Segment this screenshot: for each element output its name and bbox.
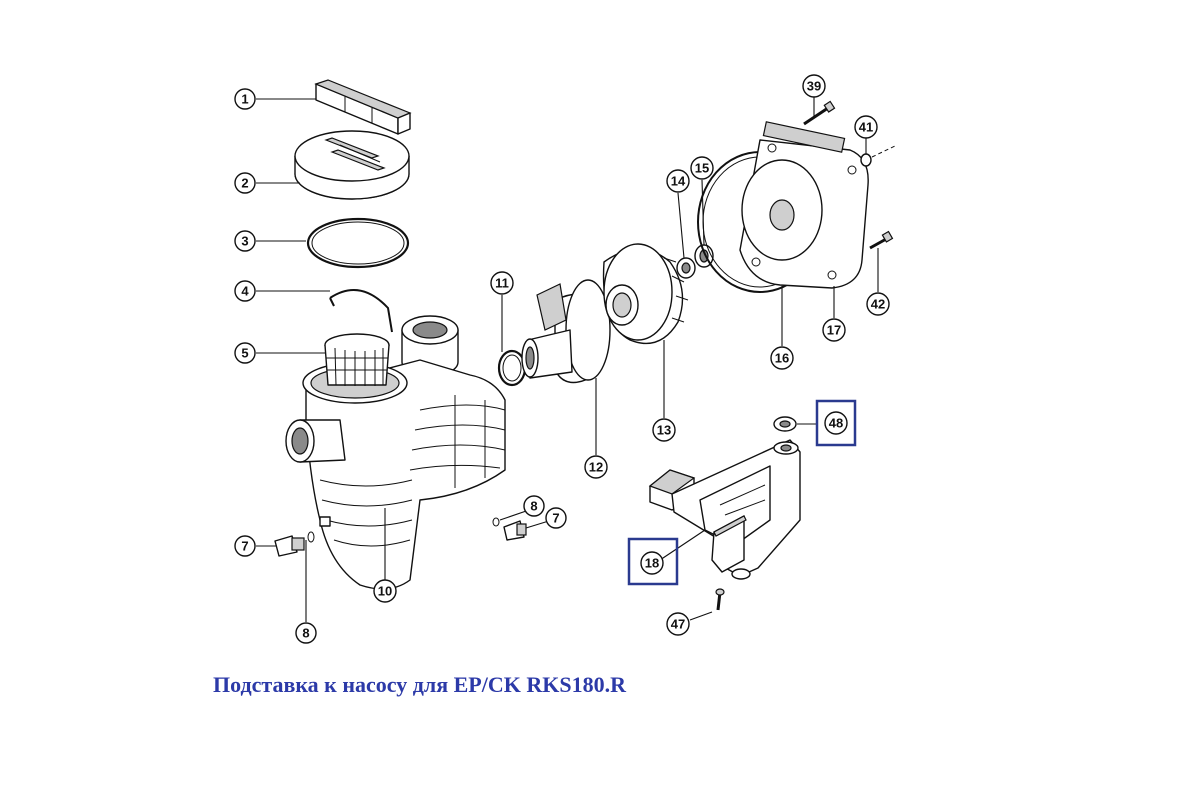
part-impeller <box>602 243 689 345</box>
callout-3: 3 <box>234 230 256 252</box>
svg-text:41: 41 <box>859 120 873 135</box>
callout-18: 18 <box>640 551 664 575</box>
svg-text:11: 11 <box>495 276 509 291</box>
svg-text:2: 2 <box>241 176 248 191</box>
svg-text:3: 3 <box>241 234 248 249</box>
part-drain-plug-left <box>274 531 315 557</box>
callout-39: 39 <box>802 74 826 98</box>
svg-text:48: 48 <box>829 416 843 431</box>
callout-10: 10 <box>373 579 397 603</box>
highlight-box-48 <box>815 399 857 447</box>
part-strainer-basket <box>324 333 390 386</box>
callout-12: 12 <box>584 455 608 479</box>
svg-text:13: 13 <box>657 423 671 438</box>
svg-text:42: 42 <box>871 297 885 312</box>
part-lid <box>294 130 410 200</box>
callout-4: 4 <box>234 280 256 302</box>
svg-text:7: 7 <box>241 539 248 554</box>
part-stand-washer <box>773 416 797 432</box>
part-drain-plug-right <box>492 517 527 541</box>
callouts: 1 2 3 4 5 7 8 10 <box>234 74 890 644</box>
part-diffuser <box>521 279 611 384</box>
part-stand-screw <box>715 588 725 611</box>
svg-text:39: 39 <box>807 79 821 94</box>
part-lid-handle <box>314 79 412 135</box>
part-bolt-right <box>869 230 894 250</box>
callout-2: 2 <box>234 172 256 194</box>
svg-text:18: 18 <box>645 556 659 571</box>
callout-14: 14 <box>666 169 690 193</box>
callout-15: 15 <box>690 156 714 180</box>
svg-text:16: 16 <box>775 351 789 366</box>
svg-text:7: 7 <box>552 511 559 526</box>
svg-text:4: 4 <box>241 284 249 299</box>
part-diffuser-oring <box>497 349 527 387</box>
part-pump-stand <box>648 439 801 580</box>
svg-text:8: 8 <box>302 626 309 641</box>
svg-text:5: 5 <box>241 346 248 361</box>
callout-16: 16 <box>770 346 794 370</box>
svg-text:8: 8 <box>530 499 537 514</box>
callout-13: 13 <box>652 418 676 442</box>
callout-7-left: 7 <box>234 535 256 557</box>
highlight-box-18 <box>627 537 679 586</box>
leader-lines <box>256 97 879 622</box>
callout-47: 47 <box>666 612 690 636</box>
diagram-caption: Подставка к насосу для EP/CK RKS180.R <box>213 672 626 697</box>
svg-text:10: 10 <box>378 584 392 599</box>
callout-5: 5 <box>234 342 256 364</box>
part-seal-plate <box>697 121 869 293</box>
callout-41: 41 <box>854 115 878 139</box>
callout-17: 17 <box>822 318 846 342</box>
callout-11: 11 <box>490 271 514 295</box>
svg-text:47: 47 <box>671 617 685 632</box>
part-bolt-top <box>803 100 836 126</box>
callout-48: 48 <box>824 411 848 435</box>
callout-8-left: 8 <box>295 622 317 644</box>
part-pump-housing <box>285 315 506 590</box>
part-basket-clip <box>329 289 393 333</box>
svg-text:17: 17 <box>827 323 841 338</box>
callout-42: 42 <box>866 292 890 316</box>
callout-8-right: 8 <box>523 495 545 517</box>
svg-text:1: 1 <box>241 92 248 107</box>
svg-text:15: 15 <box>695 161 709 176</box>
svg-text:14: 14 <box>671 174 686 189</box>
part-lid-oring <box>306 217 410 269</box>
callout-1: 1 <box>234 88 256 110</box>
callout-7-right: 7 <box>545 507 567 529</box>
svg-text:12: 12 <box>589 460 603 475</box>
